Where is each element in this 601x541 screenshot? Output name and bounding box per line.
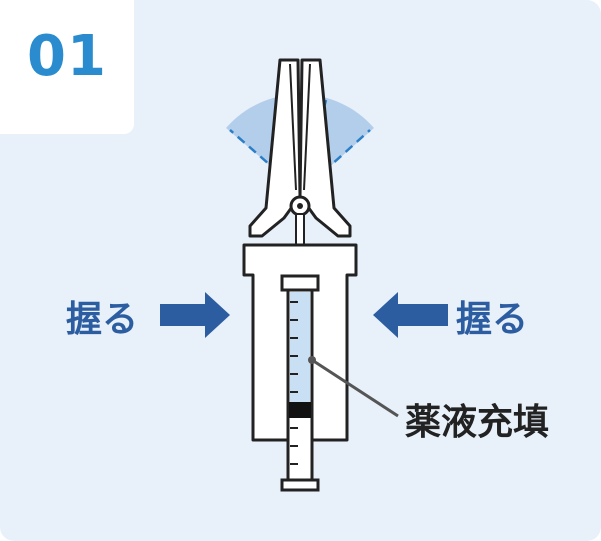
grip-arrow-right [373,292,448,338]
syringe-flange [280,478,320,492]
syringe-stopper [289,402,311,418]
fill-label: 薬液充填 [405,402,550,443]
grip-arrow-left [160,292,230,338]
step-number: 01 [27,24,107,89]
step-badge: 01 [0,0,134,134]
syringe-top-cap [280,274,320,292]
barrel-ticks [290,301,298,465]
right-lever [298,58,352,238]
liquid-fill [290,292,310,402]
grip-label-right: 握る [456,299,529,340]
lever-handles [248,58,352,238]
left-lever [248,58,302,238]
fill-leader-line [311,358,399,418]
grip-label-left: 握る [66,299,139,340]
